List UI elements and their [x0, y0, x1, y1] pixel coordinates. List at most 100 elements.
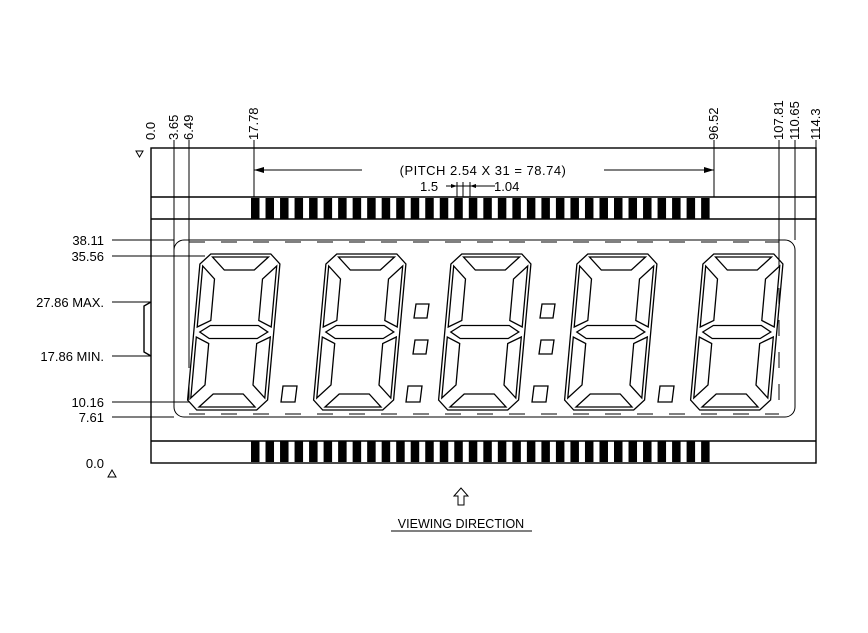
pin-top-8	[352, 198, 362, 219]
pin-top-10	[381, 198, 391, 219]
digit-4-segment-b	[635, 264, 655, 329]
pin-bottom-30	[672, 441, 681, 462]
left-dimension-labels: 38.11 35.56 27.86 MAX. 17.86 MIN. 10.16 …	[36, 233, 104, 471]
colon-2-top	[539, 303, 556, 319]
pin-bottom-17	[483, 441, 492, 462]
pin-top-12	[410, 198, 420, 219]
pin-bottom-3	[280, 441, 289, 462]
digit-5-segment-c	[755, 335, 775, 400]
pin-bottom-6	[323, 441, 333, 462]
pitch-dimension: (PITCH 2.54 X 31 = 78.74)	[254, 163, 714, 178]
pin-top-30	[672, 198, 681, 219]
pin-top-28	[643, 198, 652, 219]
pin-top-13	[425, 198, 434, 219]
digit-1-segment-b	[258, 264, 278, 329]
pin-top-4	[294, 198, 304, 219]
pin-bottom-19	[512, 441, 521, 462]
digit-3-segment-e	[441, 335, 461, 400]
pin-top-31	[686, 198, 696, 219]
top-label-5: 107.81	[771, 100, 786, 140]
digit-5-segment-b	[761, 264, 781, 329]
top-label-4: 96.52	[706, 107, 721, 140]
pin-top-14	[439, 198, 449, 219]
digit-1	[186, 253, 281, 411]
digit-1-segment-f	[196, 264, 216, 329]
pin-bottom-18	[497, 441, 507, 462]
pin-top-9	[367, 198, 376, 219]
pin-top-32	[701, 198, 710, 219]
pin-top-24	[584, 198, 594, 219]
pitch-label: (PITCH 2.54 X 31 = 78.74)	[400, 163, 567, 178]
digit-2-segment-g	[324, 324, 395, 340]
digit-1-segment-a	[211, 256, 271, 271]
left-label-0: 38.11	[72, 233, 104, 248]
pin-bottom-9	[367, 441, 376, 462]
pin-bottom-2	[265, 441, 275, 462]
digit-1-outline	[186, 253, 281, 411]
pin-top-5	[309, 198, 318, 219]
viewing-direction-label: VIEWING DIRECTION	[398, 517, 524, 531]
top-label-2: 6.49	[181, 115, 196, 140]
decimal-point-4	[657, 385, 675, 403]
viewing-direction: VIEWING DIRECTION	[391, 487, 532, 532]
decimal-points	[280, 385, 675, 403]
digit-3-segment-b	[509, 264, 529, 329]
digit-4	[563, 253, 658, 411]
left-label-4: 10.16	[71, 395, 104, 410]
digit-3-segment-d	[448, 393, 508, 408]
top-datum-triangle	[135, 150, 144, 158]
left-label-6: 0.0	[86, 456, 104, 471]
digit-5-segment-e	[693, 335, 713, 400]
pin-bottom-21	[541, 441, 550, 462]
pin-bottom-10	[381, 441, 391, 462]
digit-2-segment-d	[323, 393, 383, 408]
pin-top-16	[468, 198, 478, 219]
pin-top-25	[599, 198, 608, 219]
pins-bottom	[251, 441, 710, 462]
digit-2-segment-e	[316, 335, 336, 400]
pin-bottom-5	[309, 441, 318, 462]
digit-4-segment-f	[573, 264, 593, 329]
pin-bottom-27	[628, 441, 638, 462]
pin-bottom-13	[425, 441, 434, 462]
top-label-7: 114.3	[808, 108, 823, 140]
pin-top-23	[570, 198, 579, 219]
pin-bottom-4	[294, 441, 304, 462]
pin-top-18	[497, 198, 507, 219]
colon-1-bottom	[412, 339, 429, 355]
digit-3-segment-a	[462, 256, 522, 271]
pin-bottom-8	[352, 441, 362, 462]
up-arrow-icon	[452, 487, 470, 506]
digit-5	[689, 253, 784, 411]
pin-top-11	[396, 198, 405, 219]
digit-3-segment-g	[449, 324, 520, 340]
pin-top-2	[265, 198, 275, 219]
pin-bottom-11	[396, 441, 405, 462]
digit-2	[312, 253, 407, 411]
pin-bottom-31	[686, 441, 696, 462]
digit-2-segment-c	[378, 335, 398, 400]
digit-1-segment-e	[190, 335, 210, 400]
left-label-2: 27.86 MAX.	[36, 295, 104, 310]
pin-bottom-16	[468, 441, 478, 462]
top-label-0: 0.0	[143, 122, 158, 140]
pin-bottom-25	[599, 441, 608, 462]
pin-bottom-15	[454, 441, 463, 462]
pin-top-17	[483, 198, 492, 219]
pin-bottom-23	[570, 441, 579, 462]
left-label-1: 35.56	[71, 249, 104, 264]
pin-gap-label: 1.04	[494, 179, 519, 194]
digit-4-segment-a	[588, 256, 648, 271]
colons	[412, 303, 556, 355]
top-label-6: 110.65	[787, 101, 802, 140]
digit-1-segment-g	[198, 324, 269, 340]
pin-width-label: 1.5	[420, 179, 438, 194]
top-label-1: 3.65	[166, 115, 181, 140]
pin-top-1	[251, 198, 260, 219]
pin-top-22	[555, 198, 565, 219]
top-dimension-labels: 0.0 3.65 6.49 17.78 96.52 107.81 110.65 …	[143, 100, 823, 140]
decimal-point-2	[405, 385, 423, 403]
digit-4-segment-d	[574, 393, 634, 408]
pin-bottom-20	[526, 441, 536, 462]
